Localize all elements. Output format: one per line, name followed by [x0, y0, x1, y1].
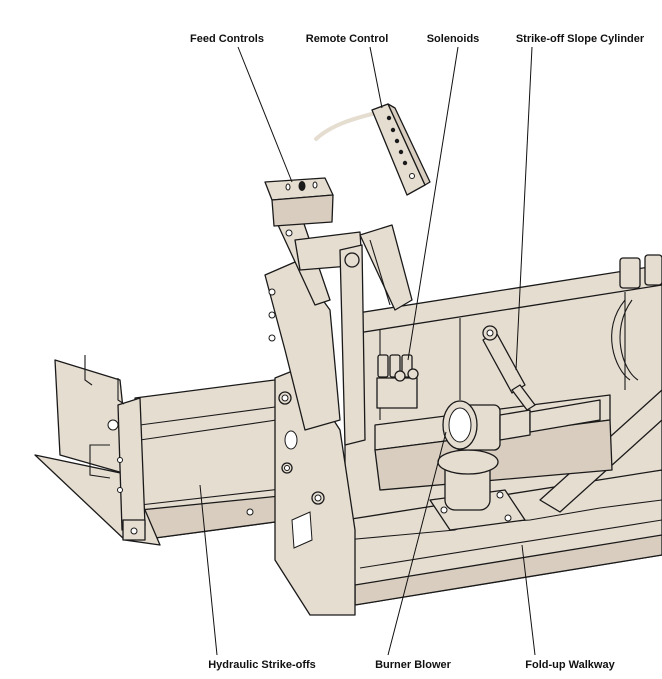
control-tower — [264, 217, 413, 446]
leader-fold-up-walkway — [521, 544, 536, 656]
leader-solenoids — [407, 46, 459, 361]
feed-controls-part — [264, 177, 334, 227]
hydraulic-strike-offs-part — [134, 377, 291, 541]
label-strike-off-slope-cylinder: Strike-off Slope Cylinder — [515, 33, 645, 45]
leader-feed-controls — [237, 46, 293, 183]
leader-lines — [199, 46, 536, 656]
label-remote-control: Remote Control — [305, 33, 389, 45]
label-fold-up-walkway: Fold-up Walkway — [525, 659, 615, 671]
hoses — [611, 254, 662, 381]
label-feed-controls: Feed Controls — [190, 33, 264, 45]
end-frame-left — [34, 355, 161, 546]
solenoids-part — [376, 354, 419, 409]
fold-up-walkway-part — [299, 469, 662, 606]
burner-blower-part — [429, 399, 601, 531]
leader-slope-cylinder — [515, 46, 533, 371]
label-burner-blower: Burner Blower — [375, 659, 451, 671]
leader-hydraulic-strike-offs — [199, 484, 218, 656]
label-solenoids: Solenoids — [426, 33, 480, 45]
leader-remote-control — [369, 46, 383, 109]
label-hydraulic-strike-offs: Hydraulic Strike-offs — [208, 659, 316, 671]
remote-control-part — [313, 103, 431, 196]
side-plate — [274, 367, 356, 616]
slope-cylinder-part — [482, 325, 536, 411]
leader-burner-blower — [387, 431, 447, 656]
